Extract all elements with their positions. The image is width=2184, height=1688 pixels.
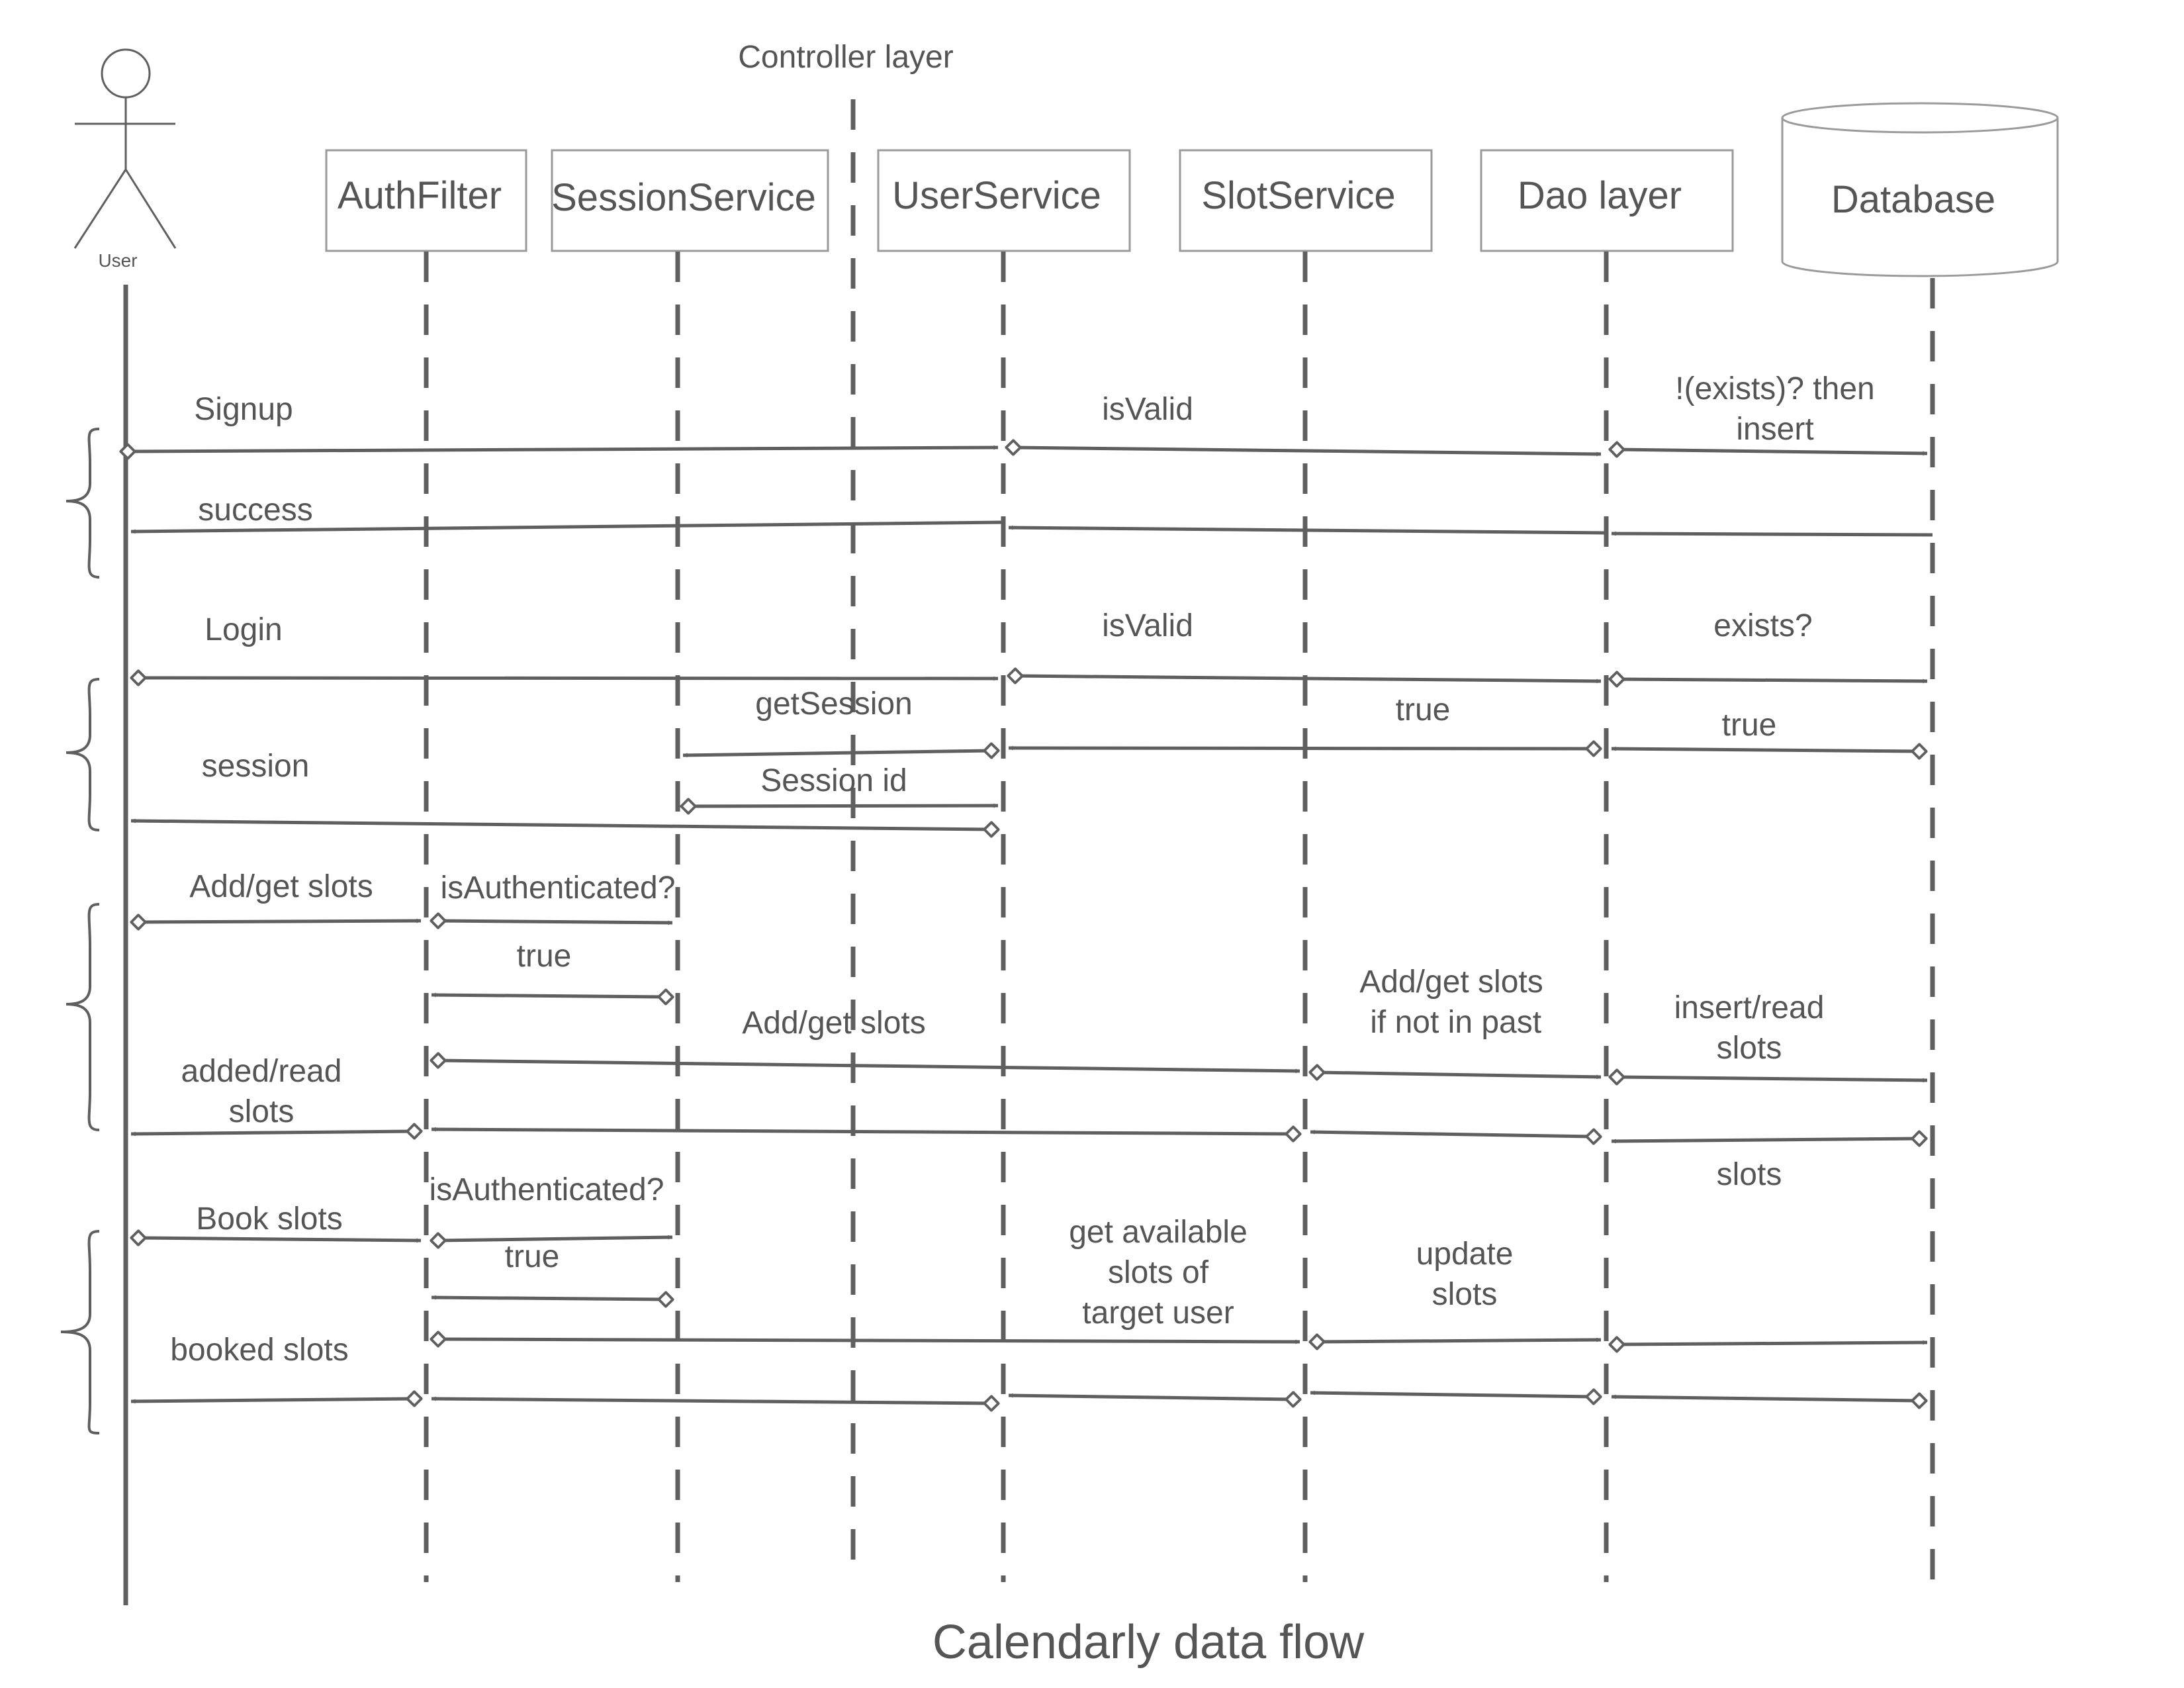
message-arrow-m02 xyxy=(1013,447,1601,454)
label-line: update xyxy=(1416,1237,1514,1272)
label-line: !(exists)? then xyxy=(1675,371,1874,406)
participant-database: Database xyxy=(1781,102,2059,277)
participant-authfilter: AuthFilter xyxy=(325,149,527,252)
phase-brace-slots xyxy=(66,903,100,1131)
label-line: insert/read xyxy=(1674,990,1825,1025)
message-arrow-m25 xyxy=(138,1238,421,1241)
phase-brace-signup xyxy=(66,428,100,579)
database-cylinder-icon xyxy=(1781,102,2059,277)
diagram-title: Calendarly data flow xyxy=(933,1616,1365,1669)
message-label-exists: exists? xyxy=(1713,608,1812,643)
phase-brace-login xyxy=(66,678,100,831)
message-label-session: session xyxy=(202,749,310,784)
message-arrow-m17 xyxy=(432,995,666,997)
label-line: Add/get slots xyxy=(1359,964,1543,1000)
label-line: slots of xyxy=(1108,1255,1209,1290)
message-arrow-m15 xyxy=(138,921,421,922)
message-arrow-m27 xyxy=(432,1297,666,1299)
message-arrow-m07 xyxy=(138,678,998,679)
message-label-getsession: getSession xyxy=(755,686,913,722)
label-line: insert xyxy=(1736,412,1813,447)
message-arrow-m22 xyxy=(1310,1132,1594,1137)
message-label-true: true xyxy=(1722,708,1777,743)
label-line: slots xyxy=(229,1094,295,1129)
label-line: if not in past xyxy=(1361,1005,1541,1040)
message-arrow-m29 xyxy=(1317,1340,1601,1342)
message-arrow-m03 xyxy=(1617,449,1927,453)
message-label-add-get-slots: Add/get slots xyxy=(742,1006,926,1041)
message-label-isvalid: isValid xyxy=(1102,392,1193,427)
message-arrow-m34 xyxy=(432,1399,991,1403)
message-label-insert-read-slots: insert/read slots xyxy=(1674,990,1825,1066)
phase-brace-booking xyxy=(60,1230,100,1434)
message-label-login: Login xyxy=(205,612,282,647)
participant-sessionservice: SessionService xyxy=(551,149,829,252)
message-arrows xyxy=(128,447,1933,1403)
message-label-true: true xyxy=(1396,692,1451,727)
message-label-add-get-slots: Add/get slots xyxy=(189,869,373,904)
message-arrow-m35 xyxy=(131,1399,414,1401)
message-label-session-id: Session id xyxy=(760,763,907,798)
actor-label: User xyxy=(98,250,137,271)
message-arrow-m31 xyxy=(1612,1397,1919,1401)
message-arrow-m21 xyxy=(1612,1139,1919,1141)
message-arrow-m19 xyxy=(1317,1072,1601,1077)
participant-label: Dao layer xyxy=(1518,174,1682,217)
message-arrow-m06 xyxy=(130,520,1004,534)
label-line: slots xyxy=(1717,1031,1782,1066)
participant-dao-layer: Dao layer xyxy=(1480,149,1734,252)
participant-label: SlotService xyxy=(1201,174,1395,217)
message-label-book-slots: Book slots xyxy=(196,1201,342,1237)
message-label-add-get-slots-if-not-in-past: Add/get slots if not in past xyxy=(1359,964,1543,1040)
message-label-exists-then-insert: !(exists)? then insert xyxy=(1675,371,1874,447)
controller-layer-label: Controller layer xyxy=(738,40,953,75)
message-label-booked-slots: booked slots xyxy=(170,1333,349,1368)
participant-label: UserService xyxy=(892,174,1101,217)
message-labels: Signup isValid !(exists)? then insert suc… xyxy=(170,371,1874,1368)
message-arrow-m11 xyxy=(1009,748,1594,749)
message-label-update-slots: update slots xyxy=(1416,1237,1514,1312)
message-arrow-m18 xyxy=(438,1060,1300,1071)
message-arrow-m28 xyxy=(438,1339,1300,1342)
message-arrow-m23 xyxy=(432,1129,1293,1134)
participant-label: Database xyxy=(1831,178,1995,221)
message-arrow-m24 xyxy=(131,1131,414,1134)
message-label-isvalid: isValid xyxy=(1102,608,1193,643)
message-arrow-m10 xyxy=(1612,749,1919,751)
message-arrow-m30 xyxy=(1617,1342,1927,1344)
message-arrow-m33 xyxy=(1009,1395,1293,1399)
message-arrow-m14 xyxy=(131,821,991,829)
message-arrow-m04 xyxy=(1611,531,1933,537)
label-line: target user xyxy=(1082,1295,1234,1331)
message-label-signup: Signup xyxy=(194,392,293,427)
label-line: added/read xyxy=(181,1054,342,1089)
message-label-isauthenticated: isAuthenticated? xyxy=(430,1172,664,1207)
participant-label: SessionService xyxy=(551,176,816,219)
participant-label: AuthFilter xyxy=(338,174,502,217)
message-label-success: success xyxy=(198,492,312,528)
message-arrow-m05 xyxy=(1008,525,1607,535)
message-label-added-read-slots: added/read slots xyxy=(181,1054,342,1129)
user-actor: User xyxy=(73,48,177,271)
message-arrow-m01 xyxy=(128,447,998,451)
message-arrow-m09 xyxy=(1617,679,1927,681)
actor-head-icon xyxy=(101,48,151,99)
participant-slotservice: SlotService xyxy=(1179,149,1433,252)
message-arrow-m08 xyxy=(1015,676,1601,681)
message-label-isauthenticated: isAuthenticated? xyxy=(441,870,676,906)
participant-userservice: UserService xyxy=(877,149,1131,252)
label-line: slots xyxy=(1432,1277,1498,1312)
message-label-true: true xyxy=(505,1239,560,1274)
message-arrow-m32 xyxy=(1310,1393,1594,1397)
message-arrow-m26 xyxy=(438,1237,672,1241)
message-label-true: true xyxy=(517,939,572,974)
message-label-slots: slots xyxy=(1717,1157,1782,1192)
label-line: get available xyxy=(1069,1215,1248,1250)
message-arrow-m12 xyxy=(683,751,991,755)
message-label-get-available-slots: get available slots of target user xyxy=(1069,1215,1248,1331)
message-arrow-m16 xyxy=(438,921,672,923)
message-arrow-m20 xyxy=(1617,1077,1927,1080)
